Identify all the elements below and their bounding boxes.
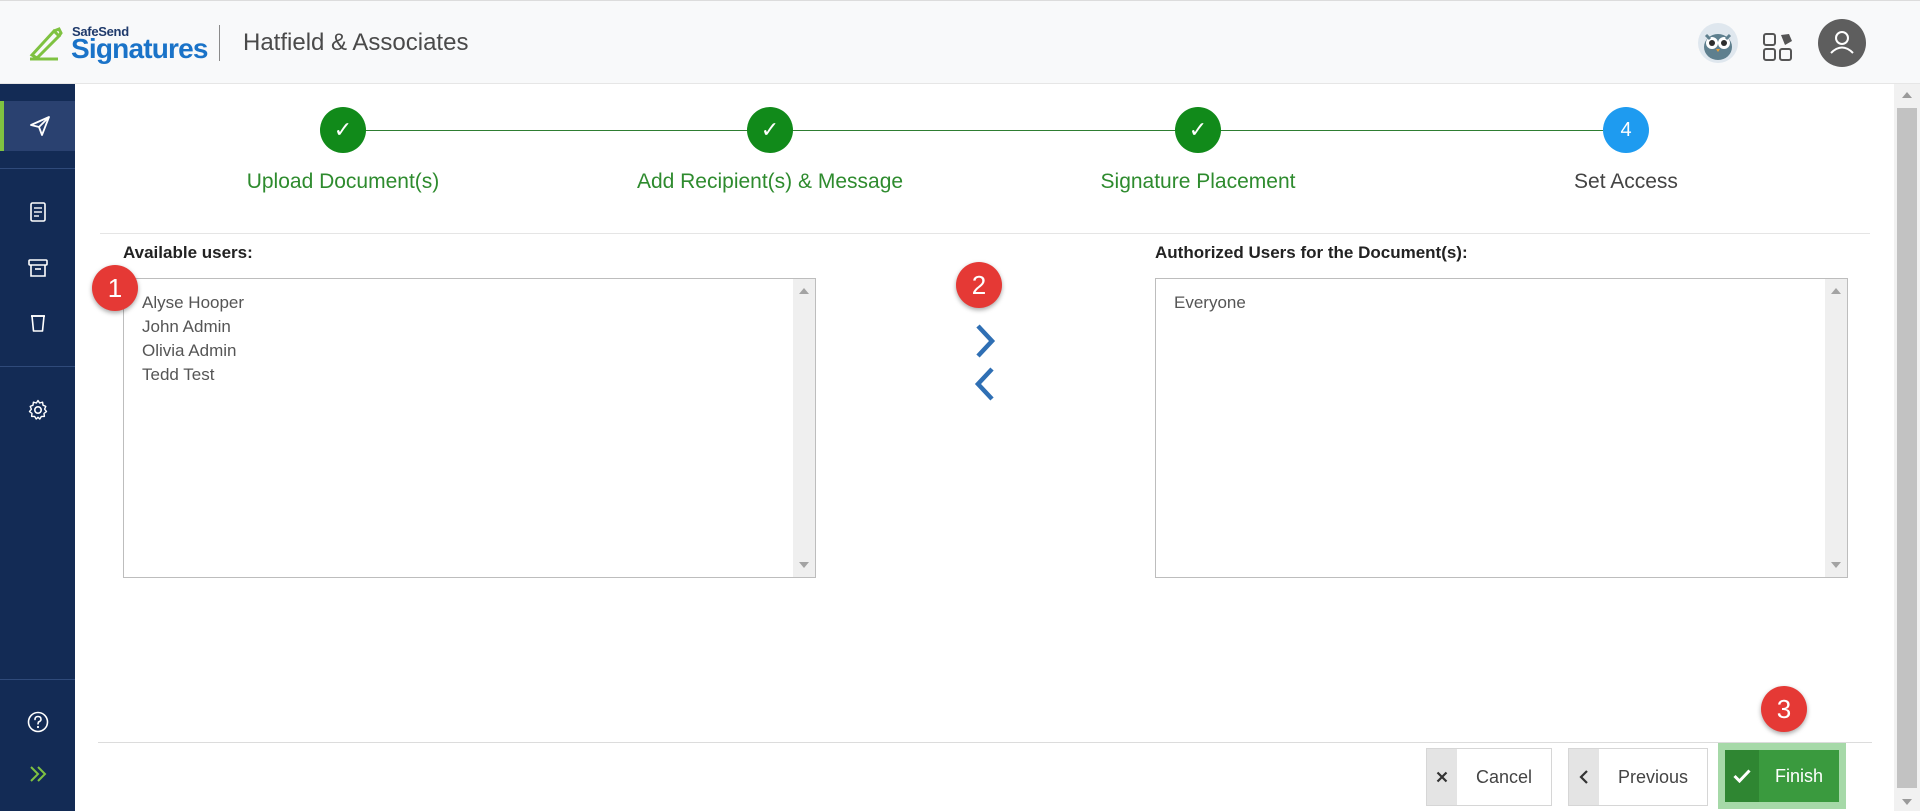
expand-icon xyxy=(29,766,46,782)
sidebar-item-archive[interactable] xyxy=(0,243,75,293)
logo-brand: SafeSend xyxy=(72,24,129,39)
previous-button[interactable]: Previous xyxy=(1568,748,1708,806)
sidebar-divider xyxy=(0,168,75,169)
step-1-circle: ✓ xyxy=(320,107,366,153)
gear-icon xyxy=(28,399,47,420)
finish-button[interactable]: Finish xyxy=(1725,750,1839,802)
list-item[interactable]: Alyse Hooper xyxy=(142,293,245,312)
step-4-label: Set Access xyxy=(1574,170,1678,193)
step-4-circle: 4 xyxy=(1603,107,1649,153)
check-icon xyxy=(1725,750,1759,802)
finish-button-highlight: Finish xyxy=(1718,743,1846,809)
move-left-button[interactable] xyxy=(970,364,1000,404)
document-icon xyxy=(29,202,46,222)
stepper-connector xyxy=(770,130,1198,131)
list-item[interactable]: John Admin xyxy=(142,317,231,336)
user-icon[interactable] xyxy=(1818,19,1866,67)
header-divider xyxy=(219,25,220,61)
list-scrollbar[interactable] xyxy=(793,279,815,577)
stepper-connector xyxy=(343,130,770,131)
sidebar-item-settings[interactable] xyxy=(0,385,75,435)
sidebar-item-help[interactable] xyxy=(0,697,75,747)
authorized-users-list[interactable]: Everyone xyxy=(1155,278,1848,578)
chevron-left-icon xyxy=(974,367,994,401)
authorized-users-label: Authorized Users for the Document(s): xyxy=(1155,243,1468,262)
stepper-connector xyxy=(1198,130,1626,131)
sidebar xyxy=(0,84,75,811)
list-scrollbar[interactable] xyxy=(1825,279,1847,577)
move-right-button[interactable] xyxy=(970,321,1000,361)
list-item[interactable]: Everyone xyxy=(1174,293,1246,312)
annotation-badge-3: 3 xyxy=(1761,686,1807,732)
close-icon xyxy=(1427,749,1457,805)
company-name: Hatfield & Associates xyxy=(243,29,469,56)
app-header: SafeSend Signatures Hatfield & Associate… xyxy=(0,0,1920,84)
apps-icon[interactable] xyxy=(1762,32,1794,62)
pen-logo-icon xyxy=(29,27,63,61)
help-icon xyxy=(27,711,48,733)
sidebar-item-documents[interactable] xyxy=(0,187,75,237)
sidebar-expand[interactable] xyxy=(0,749,75,799)
chevron-left-icon xyxy=(1569,749,1599,805)
available-users-label: Available users: xyxy=(123,243,253,262)
step-3-label: Signature Placement xyxy=(1100,170,1296,193)
finish-button-label: Finish xyxy=(1774,765,1823,786)
authorized-users-items: Everyone xyxy=(1174,291,1246,315)
stepper-divider xyxy=(100,233,1870,234)
cancel-button[interactable]: Cancel xyxy=(1426,748,1552,806)
annotation-badge-2: 2 xyxy=(956,262,1002,308)
step-2-circle: ✓ xyxy=(747,107,793,153)
sidebar-divider xyxy=(0,366,75,367)
scroll-up-icon[interactable] xyxy=(799,288,809,294)
archive-icon xyxy=(27,259,48,277)
sidebar-item-trash[interactable] xyxy=(0,298,75,348)
cancel-button-label: Cancel xyxy=(1475,766,1533,787)
page-scrollbar-thumb[interactable] xyxy=(1897,108,1917,788)
page-scrollbar[interactable] xyxy=(1894,84,1920,811)
previous-button-label: Previous xyxy=(1617,766,1689,787)
step-3-circle: ✓ xyxy=(1175,107,1221,153)
step-2-label: Add Recipient(s) & Message xyxy=(636,170,904,193)
scroll-up-icon[interactable] xyxy=(1831,288,1841,294)
safesend-logo[interactable]: SafeSend Signatures xyxy=(28,21,209,67)
trash-icon xyxy=(30,315,45,332)
send-icon xyxy=(29,116,50,136)
logo-product: Signatures xyxy=(71,33,209,64)
sidebar-item-send[interactable] xyxy=(0,101,75,151)
scroll-down-icon[interactable] xyxy=(1902,799,1912,805)
owl-icon[interactable] xyxy=(1698,23,1738,63)
scroll-down-icon[interactable] xyxy=(799,562,809,568)
scroll-up-icon[interactable] xyxy=(1902,92,1912,98)
list-item[interactable]: Olivia Admin xyxy=(142,341,237,360)
footer-divider xyxy=(98,742,1872,743)
scroll-down-icon[interactable] xyxy=(1831,562,1841,568)
step-1-label: Upload Document(s) xyxy=(246,170,440,193)
list-item[interactable]: Tedd Test xyxy=(142,365,215,384)
chevron-right-icon xyxy=(976,324,996,358)
annotation-badge-1: 1 xyxy=(92,265,138,311)
sidebar-divider xyxy=(0,679,75,680)
